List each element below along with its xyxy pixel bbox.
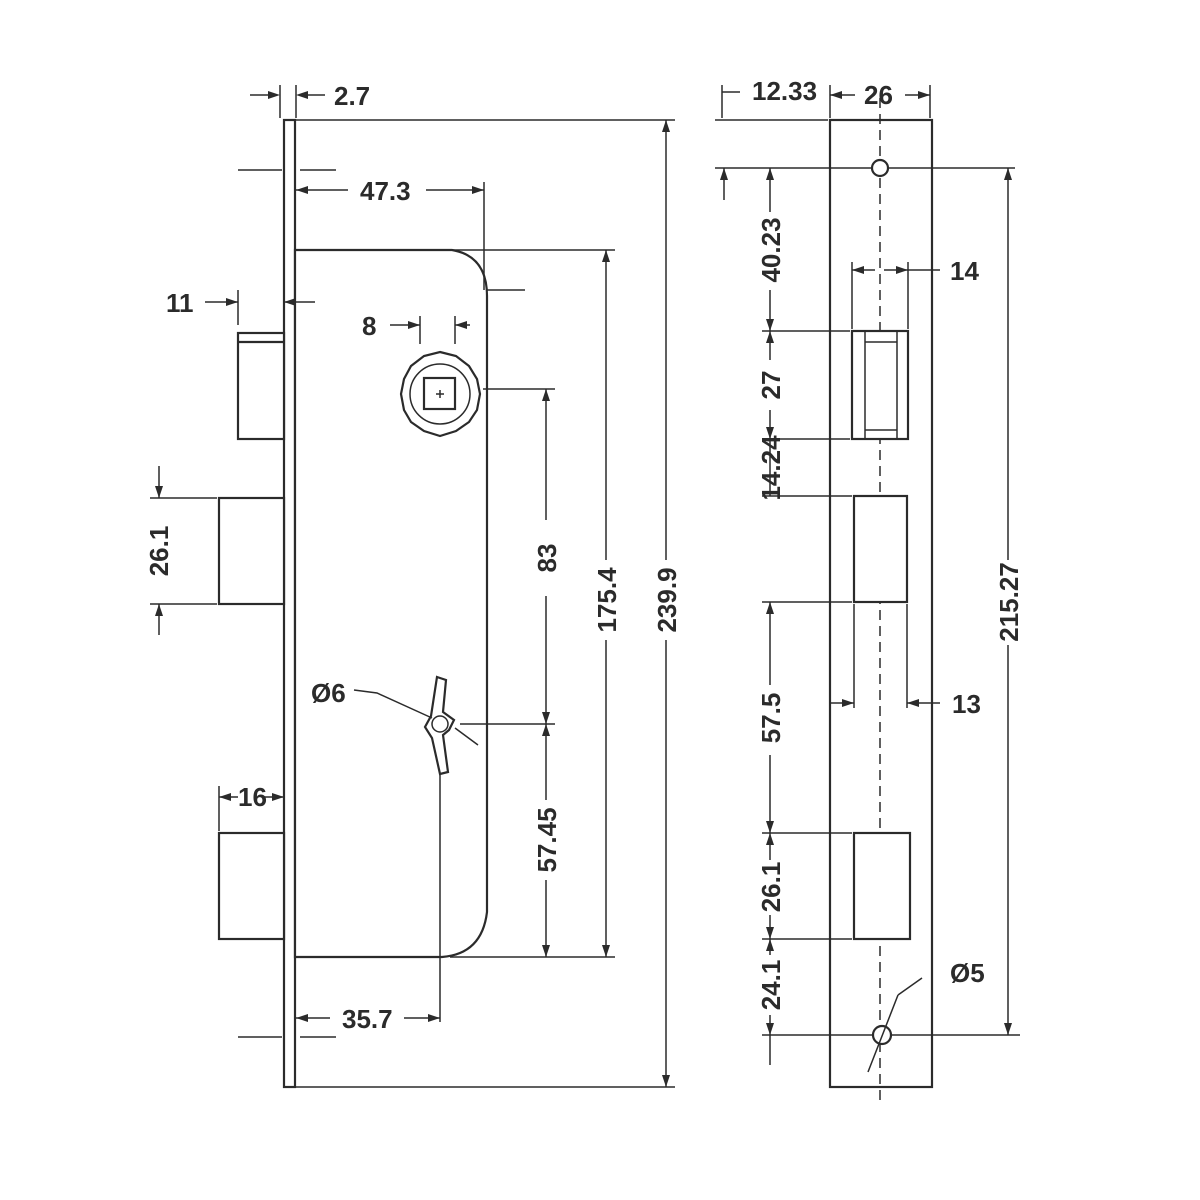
dim-bottom-bolt-to-hole: 24.1	[756, 960, 786, 1011]
latch-opening	[850, 329, 910, 441]
dim-latch-to-bolt: 14.24	[756, 435, 786, 501]
dim-bottom-hole: Ø5	[950, 958, 985, 988]
dim-bolt-height: 26.1	[144, 526, 174, 577]
dim-hole-to-hole: 215.27	[994, 562, 1024, 642]
side-faceplate	[828, 118, 934, 1089]
faceplate	[282, 118, 297, 1089]
dim-faceplate-height: 239.9	[652, 567, 682, 632]
dim-latch-width: 14	[950, 256, 979, 286]
lock-case	[293, 248, 489, 959]
lower-bolt	[217, 831, 286, 941]
dim-bolt-spacing: 57.5	[756, 693, 786, 744]
latch-bolt	[236, 331, 286, 441]
dim-bottom-bolt-height: 26.1	[756, 862, 786, 913]
side-view: 12.33 26 40.23 14 27 14.24 215.27 13 57.…	[715, 76, 1024, 1100]
dim-square-spindle: 8	[362, 311, 376, 341]
dim-case-height: 175.4	[592, 567, 622, 633]
dim-cylinder-to-bottom: 57.45	[532, 807, 562, 872]
dim-faceplate-thickness: 2.7	[334, 81, 370, 111]
dim-backset-cylinder: 35.7	[342, 1004, 393, 1034]
bolt-opening	[852, 494, 909, 604]
dim-latch-projection: 11	[166, 288, 194, 318]
top-screw-hole	[870, 158, 890, 178]
dim-spindle-to-cylinder: 83	[532, 544, 562, 573]
dead-bolt	[217, 496, 286, 606]
dim-latch-height: 27	[756, 371, 786, 400]
dim-top-offset: 12.33	[752, 76, 817, 106]
dim-bolt-projection: 16	[238, 782, 267, 812]
front-view: 2.7 47.3 11 8 26.1 16 83 57.45 175.4 239…	[144, 81, 682, 1089]
dim-faceplate-width: 26	[864, 80, 893, 110]
dim-backset-keyhole: 47.3	[360, 176, 411, 206]
dim-top-hole-to-latch: 40.23	[756, 217, 786, 282]
lower-bolt-opening	[852, 831, 912, 941]
dim-cylinder-hole: Ø6	[311, 678, 346, 708]
cylinder-cam	[423, 675, 456, 776]
dim-bolt-width: 13	[952, 689, 981, 719]
